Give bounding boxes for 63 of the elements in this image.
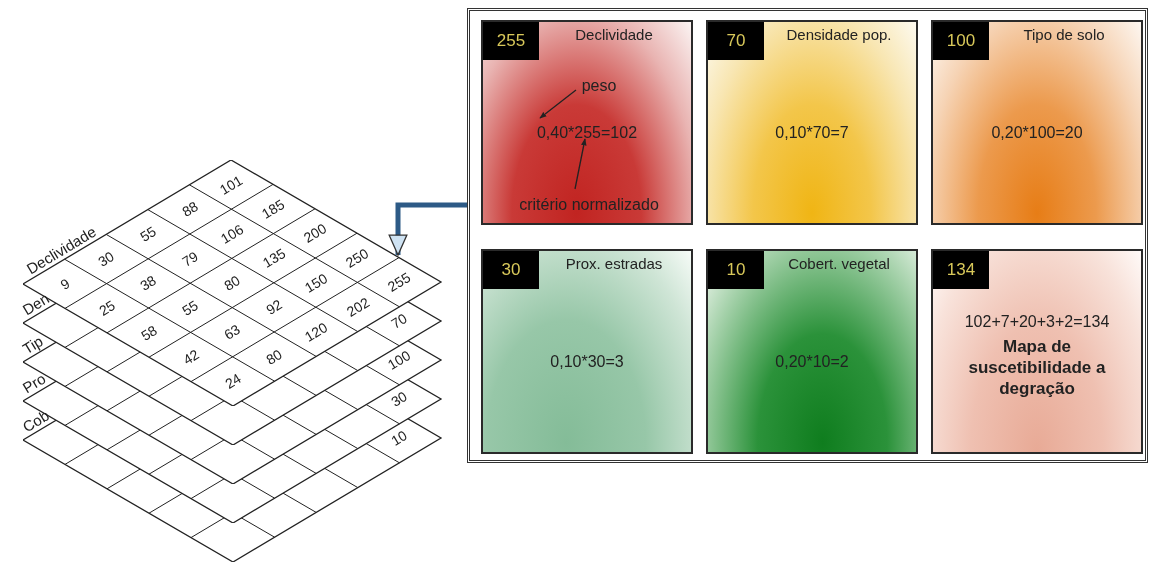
tile-title: Tipo de solo: [1022, 26, 1106, 45]
cell-value: 10: [388, 428, 410, 449]
layer-label: Cob: [20, 407, 52, 435]
formula-text: 102+7+20+3+2=134: [963, 312, 1111, 331]
cell-value: 70: [388, 311, 410, 332]
layer-label: Den: [20, 290, 52, 318]
map-tile: [706, 249, 918, 454]
value-badge: 70: [708, 22, 764, 60]
tile-title: Densidade pop.: [785, 26, 893, 45]
value-badge: 10: [708, 251, 764, 289]
tile-title: Declividade: [574, 26, 654, 45]
cell-value: 135: [260, 246, 288, 271]
leader-arrow: [574, 138, 587, 190]
cell-value: 255: [385, 270, 413, 295]
cell-value: 106: [218, 221, 246, 246]
cell-value: 55: [137, 224, 159, 245]
cell-value: 58: [138, 322, 160, 343]
result-caption: Mapa de suscetibilidade a degração: [967, 336, 1107, 399]
cell-value: 42: [180, 347, 202, 367]
formula-text: 0,10*70=7: [774, 123, 850, 142]
cell-value: 120: [302, 319, 330, 344]
panel-frame: [467, 8, 1148, 463]
cell-value: 88: [179, 199, 200, 220]
map-tile: [481, 20, 693, 225]
value-badge: 134: [933, 251, 989, 289]
formula-text: 0,20*10=2: [774, 352, 850, 371]
map-tile: [481, 249, 693, 454]
cell-value: 80: [264, 346, 285, 367]
tile-title: Cobert. vegetal: [787, 255, 891, 274]
cell-value: 250: [343, 245, 371, 270]
cell-value: 63: [222, 322, 243, 343]
cell-value: 25: [96, 298, 118, 319]
cell-value: 150: [302, 270, 330, 295]
value-badge: 30: [483, 251, 539, 289]
cell-value: 185: [259, 197, 287, 221]
map-tile: [706, 20, 918, 225]
block-arrow: [388, 202, 467, 256]
cell-value: 200: [301, 221, 329, 246]
formula-text: 0,10*30=3: [549, 352, 625, 371]
cell-value: 92: [263, 297, 285, 318]
value-badge: 255: [483, 22, 539, 60]
layer-label: Tip: [20, 333, 46, 357]
leader-arrow: [539, 89, 577, 119]
cell-value: 24: [222, 371, 244, 392]
cell-value: 100: [385, 348, 413, 373]
cell-value: 38: [138, 273, 159, 294]
map-tile: [931, 20, 1143, 225]
layer-label: Pro: [20, 371, 48, 396]
annotation-text: critério normalizado: [519, 197, 659, 213]
map-tile: [931, 249, 1143, 454]
formula-text: 0,40*255=102: [535, 123, 639, 142]
annotation-text: peso: [581, 78, 617, 94]
cell-value: 30: [388, 389, 410, 410]
tile-title: Prox. estradas: [564, 255, 664, 274]
cell-value: 9: [57, 275, 72, 292]
cell-value: 30: [96, 249, 117, 269]
cell-value: 55: [180, 297, 201, 318]
value-badge: 100: [933, 22, 989, 60]
cell-value: 202: [344, 295, 372, 319]
cell-value: 101: [217, 172, 245, 197]
cell-value: 80: [221, 273, 243, 293]
formula-text: 0,20*100=20: [990, 123, 1084, 142]
cell-value: 79: [179, 248, 201, 269]
